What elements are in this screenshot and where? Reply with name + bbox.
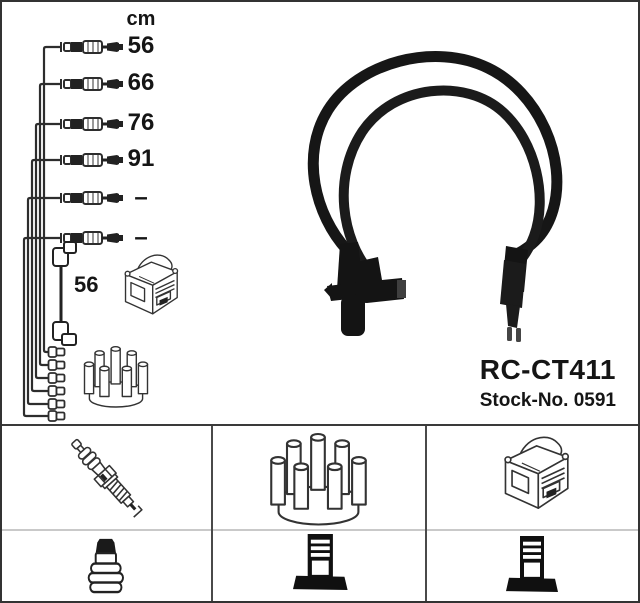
- legend-grid-col-divider-1: [211, 426, 213, 601]
- cable-length-3: 76: [127, 109, 155, 136]
- elbow-boot: [355, 257, 406, 303]
- cable-b: [338, 85, 545, 277]
- coil-wire-length: 56: [74, 272, 99, 297]
- din-post-terminal-icon: [293, 534, 348, 591]
- cable-length-1: 56: [127, 32, 155, 59]
- distributor-cap-icon: [270, 432, 367, 526]
- cable-length-4: 91: [127, 145, 155, 172]
- legend-grid-top-border: [0, 424, 640, 426]
- ignition-coil-icon: [504, 436, 570, 509]
- stock-number: 0591: [573, 390, 616, 411]
- distributor-cap-drawing: [83, 345, 149, 408]
- product-code: RC-CT411: [479, 354, 616, 385]
- coil-terminal-icon: [87, 537, 125, 594]
- terminal-boot-b: [500, 260, 526, 342]
- length-diagram: [22, 45, 60, 418]
- cable-photo: [307, 51, 563, 342]
- din-post-terminal-icon: [506, 536, 558, 593]
- ignition-coil-drawing: [124, 254, 179, 315]
- cable-end-connectors: [60, 40, 124, 245]
- stock-number-line: Stock-No. 0591: [480, 390, 616, 412]
- unit-header: cm: [126, 8, 156, 30]
- legend-grid-col-divider-2: [425, 426, 427, 601]
- cable-length-6: –: [134, 224, 148, 251]
- cable-length-2: 66: [127, 69, 155, 96]
- cable-length-5: –: [134, 184, 148, 211]
- coil-wire: [52, 241, 77, 346]
- legend-grid-row-divider: [0, 529, 640, 531]
- spark-plug-icon: [65, 434, 147, 521]
- stock-label: Stock-No.: [479, 390, 569, 411]
- distributor-clip-stack: [47, 346, 66, 422]
- cable-a: [307, 51, 563, 260]
